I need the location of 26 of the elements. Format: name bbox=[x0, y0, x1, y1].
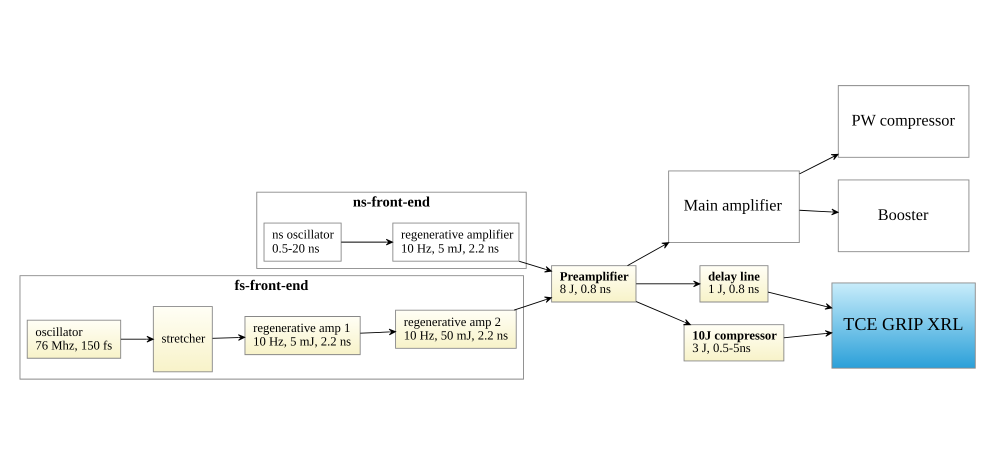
arrow bbox=[783, 330, 832, 338]
node-box: regenerative amp 2 10 Hz, 50 mJ, 2.2 ns bbox=[395, 309, 517, 348]
node-box: Booster bbox=[838, 179, 970, 252]
arrow bbox=[636, 280, 700, 287]
arrow bbox=[627, 242, 670, 266]
node-box: regenerative amplifier 10 Hz, 5 mJ, 2.2 ns bbox=[392, 222, 520, 262]
node-box: 10J compressor 3 J, 0.5-5ns bbox=[684, 324, 784, 361]
node-box: regenerative amp 1 10 Hz, 5 mJ, 2.2 ns bbox=[244, 316, 361, 355]
node-box: Preamplifier 8 J, 0.8 ns bbox=[551, 264, 636, 302]
arrow bbox=[518, 260, 552, 272]
arrow bbox=[799, 208, 839, 215]
arrow bbox=[120, 335, 154, 342]
node-box: TCE GRIP XRL bbox=[831, 282, 976, 368]
arrow bbox=[636, 300, 691, 325]
node-box: ns oscillator 0.5-20 ns bbox=[264, 222, 342, 262]
arrow bbox=[768, 291, 832, 310]
node-box: oscillator 76 Mhz, 150 fs bbox=[26, 319, 122, 358]
arrow bbox=[799, 153, 839, 174]
node-box: delay line 1 J, 0.8 ns bbox=[699, 264, 768, 302]
arrow bbox=[340, 238, 394, 245]
node-box: PW compressor bbox=[838, 84, 970, 158]
arrow bbox=[360, 328, 396, 335]
node-box: Main amplifier bbox=[668, 170, 800, 243]
arrow bbox=[212, 334, 246, 340]
arrow bbox=[514, 296, 552, 310]
node-box: stretcher bbox=[152, 306, 213, 372]
